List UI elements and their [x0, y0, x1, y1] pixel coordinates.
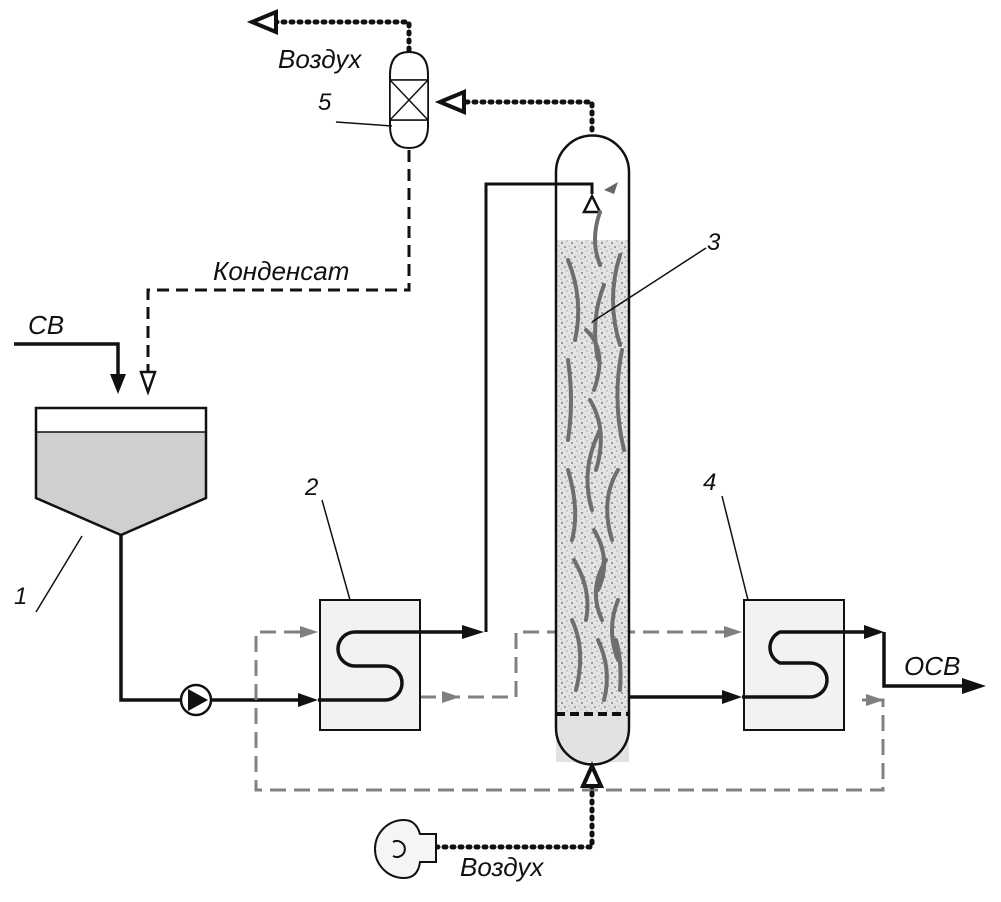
- air-outlet-label: Воздух: [278, 44, 362, 74]
- hx2-heat-inlet-arrow: [300, 626, 318, 638]
- column-internals: [566, 210, 626, 702]
- heated-water-line: [420, 182, 603, 639]
- tank-leader: [35, 535, 83, 613]
- heat-exchanger-4: [742, 599, 845, 731]
- hx4-heat-outlet-arrow: [866, 694, 884, 706]
- hx4-number: 4: [703, 469, 716, 496]
- feed-line: [119, 535, 318, 707]
- air-inlet-line: [433, 761, 605, 850]
- condenser-leader: [335, 121, 393, 127]
- hx4-heat-inlet-arrow: [724, 626, 742, 638]
- source-water-line: [14, 342, 126, 394]
- stripping-column: [554, 134, 631, 766]
- condensate-label: Конденсат: [213, 256, 349, 286]
- treated-water-label: ОСВ: [904, 651, 960, 681]
- storage-tank: [34, 406, 208, 537]
- air-outlet-line: [246, 9, 412, 53]
- hx4-leader: [721, 495, 749, 601]
- treated-water-outlet: [844, 625, 986, 694]
- air-inlet-label: Воздух: [460, 852, 544, 882]
- condensate-line: [139, 150, 411, 396]
- pump-icon: [179, 683, 213, 717]
- source-water-label: СВ: [28, 310, 64, 340]
- condenser: [389, 50, 429, 150]
- condenser-number: 5: [318, 89, 332, 116]
- column-number: 3: [707, 229, 721, 256]
- treated-water-to-hx4: [629, 690, 742, 704]
- hx2-heat-outlet-arrow: [442, 691, 460, 703]
- tank-number: 1: [14, 583, 27, 610]
- hx2-number: 2: [304, 474, 318, 501]
- blower-icon: [374, 818, 437, 880]
- hx2-leader: [321, 499, 351, 601]
- column-leader: [591, 247, 707, 323]
- vapour-line: [434, 89, 595, 133]
- heat-exchanger-2: [318, 599, 421, 731]
